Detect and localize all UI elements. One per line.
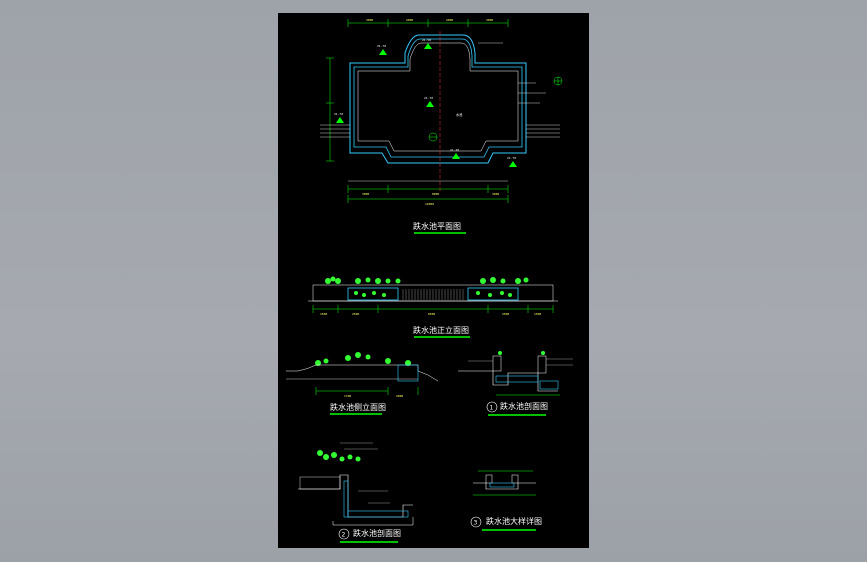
- side-dim-1: 1700: [344, 394, 351, 398]
- front-elevation-view: 1500 2500 8500 2500 1500 跌水池正立面图: [308, 276, 558, 338]
- front-dim-3: 8500: [428, 312, 435, 316]
- plan-elev-3: 21.70: [424, 96, 433, 100]
- front-elevation-title: 跌水池正立面图: [413, 325, 469, 335]
- plan-title: 跌水池平面图: [413, 221, 461, 231]
- side-elevation-title: 跌水池侧立面图: [330, 402, 386, 412]
- plan-dim-total: 12000: [425, 202, 434, 206]
- front-dim-1: 1500: [320, 312, 327, 316]
- plan-dim-bottom-2: 8000: [432, 192, 439, 196]
- plan-elev-2: 21.50: [422, 38, 431, 42]
- plan-dim-top-2: 2000: [406, 18, 413, 22]
- plan-dim-top-3: 2000: [446, 18, 453, 22]
- plan-dim-bottom-3: 3000: [492, 192, 499, 196]
- section-3-title: 跌水池大样详图: [486, 516, 542, 526]
- section-3-number: 3: [474, 520, 478, 527]
- section-1-number: 1: [490, 405, 494, 412]
- cad-drawing: 3000 2000 2000 3000 21.70 21.50 21.70 21…: [286, 18, 573, 543]
- section-1-title: 跌水池剖面图: [500, 401, 548, 411]
- side-elevation-view: 1700 2000 跌水池侧立面图: [286, 352, 439, 415]
- front-dim-5: 1500: [534, 312, 541, 316]
- front-dim-2: 2500: [352, 312, 359, 316]
- plan-center-note: 水池: [456, 112, 463, 117]
- front-dim-4: 2500: [502, 312, 509, 316]
- plan-dim-bottom-1: 3000: [362, 192, 369, 196]
- plan-dim-top-1: 3000: [366, 18, 373, 22]
- plan-elev-5: 21.20: [450, 148, 459, 152]
- section-1-view: 1 跌水池剖面图: [458, 351, 573, 416]
- section-2-number: 2: [342, 532, 346, 539]
- plan-elev-6: 21.70: [507, 156, 516, 160]
- section-3-view: 3 跌水池大样详图: [470, 470, 542, 531]
- drawing-sheet: 3000 2000 2000 3000 21.70 21.50 21.70 21…: [278, 13, 589, 548]
- section-2-title: 跌水池剖面图: [353, 528, 401, 538]
- plan-dim-top-4: 3000: [486, 18, 493, 22]
- section-2-view: 2 跌水池剖面图: [298, 442, 414, 543]
- side-dim-2: 2000: [396, 394, 403, 398]
- plan-elev-1: 21.70: [377, 44, 386, 48]
- plan-elev-4: 21.70: [334, 112, 343, 116]
- plan-view: 3000 2000 2000 3000 21.70 21.50 21.70 21…: [320, 18, 563, 234]
